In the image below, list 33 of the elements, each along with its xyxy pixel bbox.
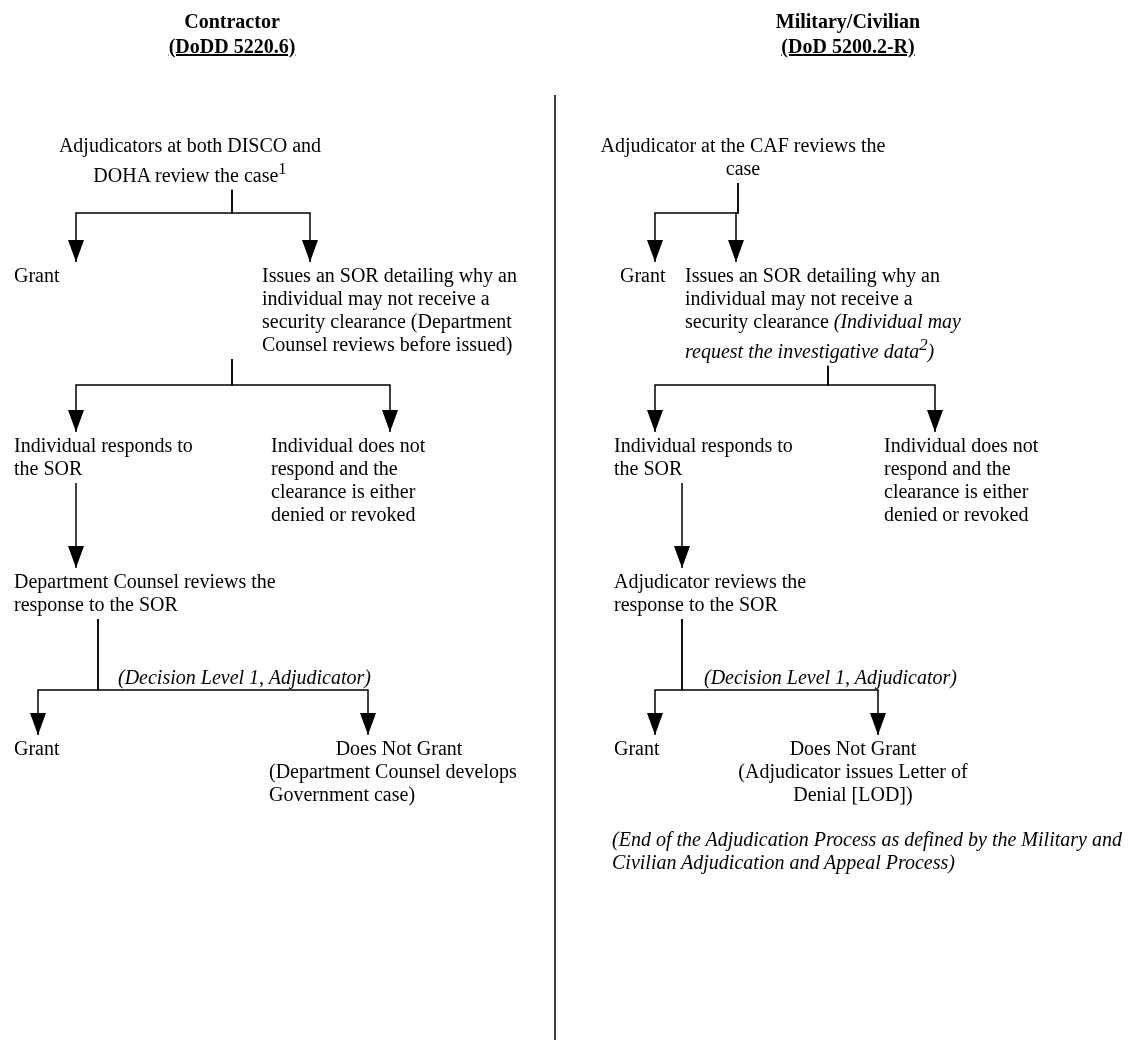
arrow [728,182,744,263]
step-text: Issues an SOR detailing why an individual may not receive a security clearance (Department Counsel reviews before issued) [262,264,542,356]
step-text: Adjudicator at the CAF reviews the case [598,134,888,180]
column-heading: (DoDD 5220.6) [167,35,297,58]
arrow [97,618,376,736]
note-text: (Decision Level 1, Adjudicator) [118,666,372,689]
note-text: (Decision Level 1, Adjudicator) [704,666,958,689]
note-text: (End of the Adjudication Process as defined by the Military and Civilian Adjudication and Appeal Process) [612,828,1122,874]
arrow [674,482,690,569]
outcome-note: (Department Counsel develops Government case) [269,760,518,806]
step-text: Individual responds to the SOR [14,434,214,480]
arrow [68,482,84,569]
arrow [231,358,398,433]
step-text: Individual does not respond and the clearance is either denied or revoked [271,434,456,526]
step-text: Department Counsel reviews the response to the SOR [14,570,334,616]
arrow [231,188,318,263]
arrow [681,618,886,736]
column-heading: (DoD 5200.2-R) [780,35,916,58]
step-text: Adjudicator reviews the response to the SOR [614,570,844,616]
step-text: Grant [620,264,680,287]
column-heading: Contractor [183,10,281,33]
step-text: Individual responds to the SOR [614,434,814,480]
step-text: Grant [14,264,74,287]
step-text: Adjudicators at both DISCO and DOHA review the case$^{1}$ [50,134,330,187]
step-text: Issues an SOR detailing why an individual may not receive a security clearance (Individual may request the investigative data$^{2}$) [685,264,965,363]
step-text: Grant [614,737,674,760]
arrow [827,364,943,433]
column-heading: Military/Civilian [774,10,922,33]
outcome-text: Does Not Grant [788,737,918,760]
step-text: Grant [14,737,74,760]
step-text: Individual does not respond and the clearance is either denied or revoked [884,434,1069,526]
outcome-note: (Adjudicator issues Letter of Denial [LOD]) [737,760,969,806]
outcome-text: Does Not Grant [334,737,464,760]
